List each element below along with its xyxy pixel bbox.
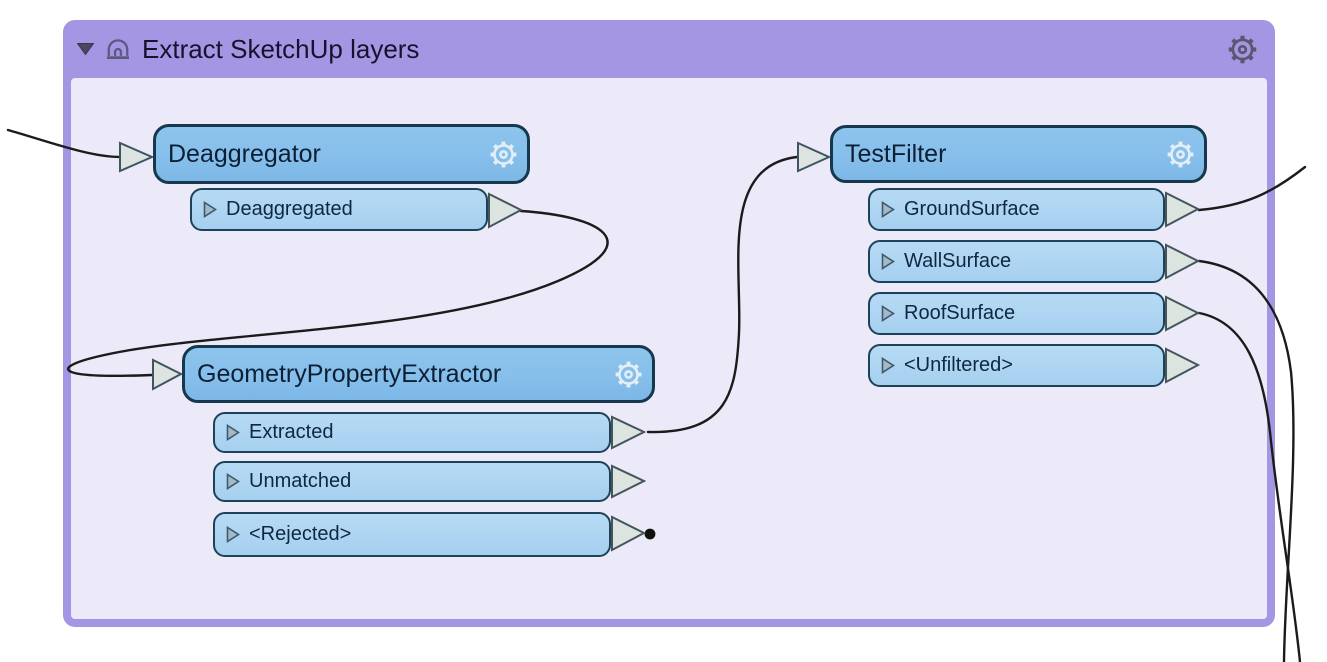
bookmark-header[interactable]: Extract SketchUp layers: [63, 20, 1275, 78]
node-title: Deaggregator: [168, 139, 321, 168]
port-label: Extracted: [249, 421, 334, 443]
node-settings-gear-icon[interactable]: [1165, 139, 1196, 170]
port-triangle-icon: [226, 473, 240, 490]
port-triangle-icon: [226, 424, 240, 441]
transformer-node-deaggregator[interactable]: Deaggregator: [153, 124, 530, 184]
node-title: GeometryPropertyExtractor: [197, 359, 502, 388]
port-label: <Unfiltered>: [904, 354, 1013, 376]
transformer-node-geometrypropertyextractor[interactable]: GeometryPropertyExtractor: [182, 345, 655, 403]
port-label: Unmatched: [249, 470, 352, 492]
output-port-rejected[interactable]: <Rejected>: [213, 512, 611, 557]
output-port-unmatched[interactable]: Unmatched: [213, 461, 611, 502]
output-port-extracted[interactable]: Extracted: [213, 412, 611, 453]
port-label: GroundSurface: [904, 198, 1040, 220]
port-triangle-icon: [203, 201, 217, 218]
port-label: <Rejected>: [249, 523, 352, 545]
port-triangle-icon: [881, 201, 895, 218]
node-title: TestFilter: [845, 139, 947, 168]
bookmark-icon: [107, 39, 129, 60]
bookmark-title: Extract SketchUp layers: [142, 33, 420, 64]
port-triangle-icon: [226, 526, 240, 543]
output-port-wallsurface[interactable]: WallSurface: [868, 240, 1165, 283]
port-label: WallSurface: [904, 250, 1012, 272]
output-port-unfiltered[interactable]: <Unfiltered>: [868, 344, 1165, 387]
bookmark-settings-gear-icon[interactable]: [1226, 33, 1259, 66]
node-settings-gear-icon[interactable]: [488, 139, 519, 170]
output-port-deaggregated[interactable]: Deaggregated: [190, 188, 488, 231]
port-triangle-icon: [881, 305, 895, 322]
port-triangle-icon: [881, 253, 895, 270]
collapse-triangle-icon[interactable]: [77, 43, 94, 55]
output-port-groundsurface[interactable]: GroundSurface: [868, 188, 1165, 231]
port-label: Deaggregated: [226, 198, 353, 220]
port-triangle-icon: [881, 357, 895, 374]
node-settings-gear-icon[interactable]: [613, 359, 644, 390]
transformer-node-testfilter[interactable]: TestFilter: [830, 125, 1207, 183]
port-label: RoofSurface: [904, 302, 1016, 324]
output-port-roofsurface[interactable]: RoofSurface: [868, 292, 1165, 335]
